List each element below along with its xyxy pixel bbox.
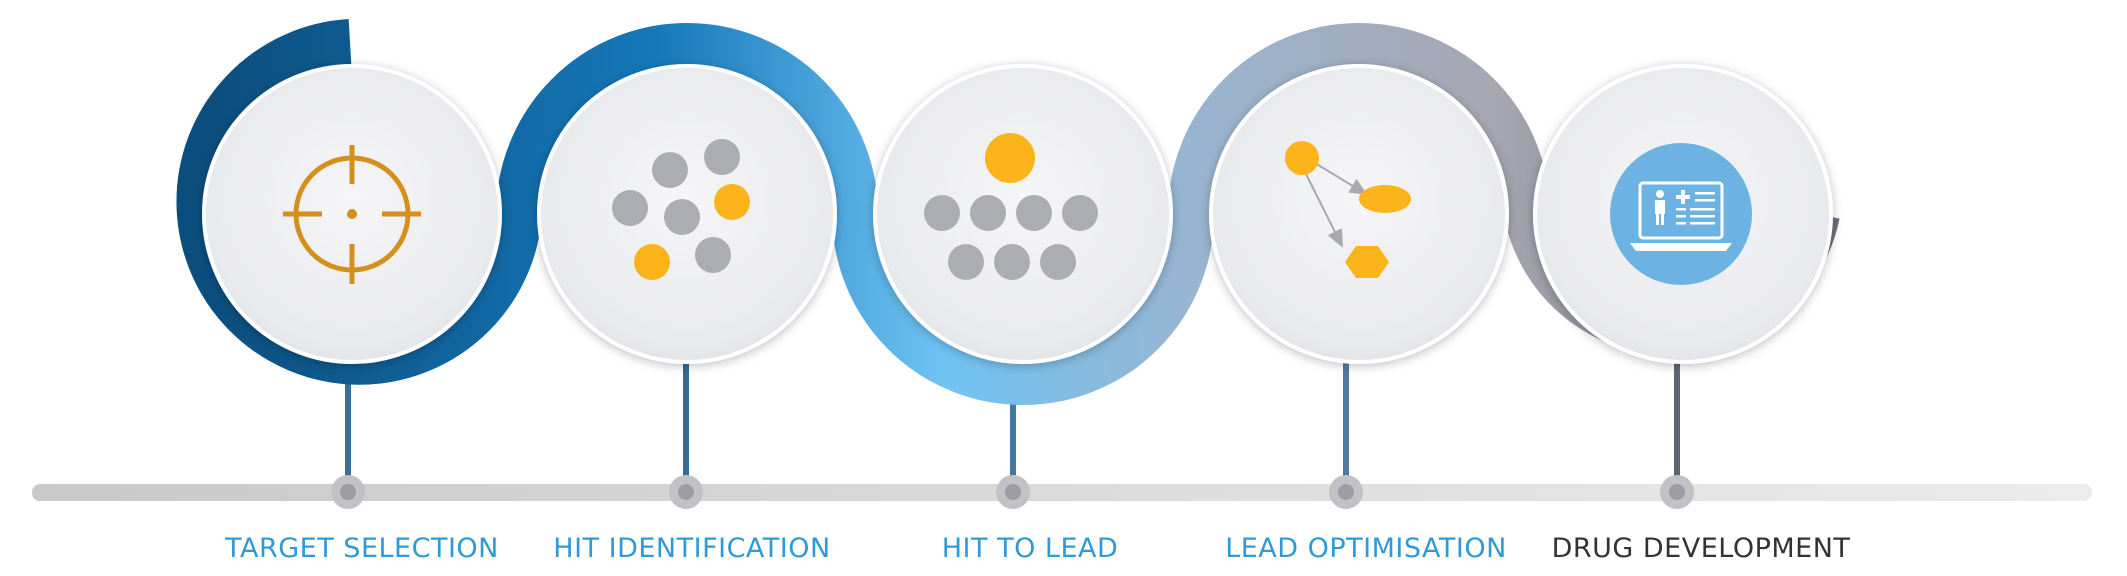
molecule-cluster-icon bbox=[612, 139, 750, 280]
connector-stems bbox=[345, 358, 1680, 492]
medical-laptop-icon bbox=[1610, 143, 1752, 285]
connector-stem bbox=[345, 358, 351, 492]
stage-label-drug-development: DRUG DEVELOPMENT bbox=[1552, 533, 1851, 564]
stage-label-lead-optimisation: LEAD OPTIMISATION bbox=[1225, 533, 1507, 564]
stage-labels: TARGET SELECTION HIT IDENTIFICATION HIT … bbox=[224, 533, 1850, 564]
connector-stem bbox=[1343, 358, 1349, 492]
connector-stem bbox=[1010, 358, 1016, 492]
flow-shapes-icon bbox=[1285, 141, 1411, 278]
stage-label-target-selection: TARGET SELECTION bbox=[224, 533, 499, 564]
timeline-node-center bbox=[678, 484, 694, 500]
stage-label-hit-to-lead: HIT TO LEAD bbox=[942, 533, 1119, 564]
connector-stem bbox=[1674, 358, 1680, 492]
stage-disc bbox=[1209, 64, 1509, 364]
dot-pyramid-icon bbox=[924, 133, 1098, 280]
timeline-node-center bbox=[1338, 484, 1354, 500]
timeline-node-center bbox=[1005, 484, 1021, 500]
timeline-node-center bbox=[1669, 484, 1685, 500]
crosshair-target-icon bbox=[283, 145, 421, 284]
timeline-node-center bbox=[340, 484, 356, 500]
connector-stem bbox=[683, 358, 689, 492]
stage-label-hit-identification: HIT IDENTIFICATION bbox=[553, 533, 830, 564]
timeline-bar bbox=[32, 484, 2092, 501]
timeline-nodes bbox=[331, 475, 1694, 509]
